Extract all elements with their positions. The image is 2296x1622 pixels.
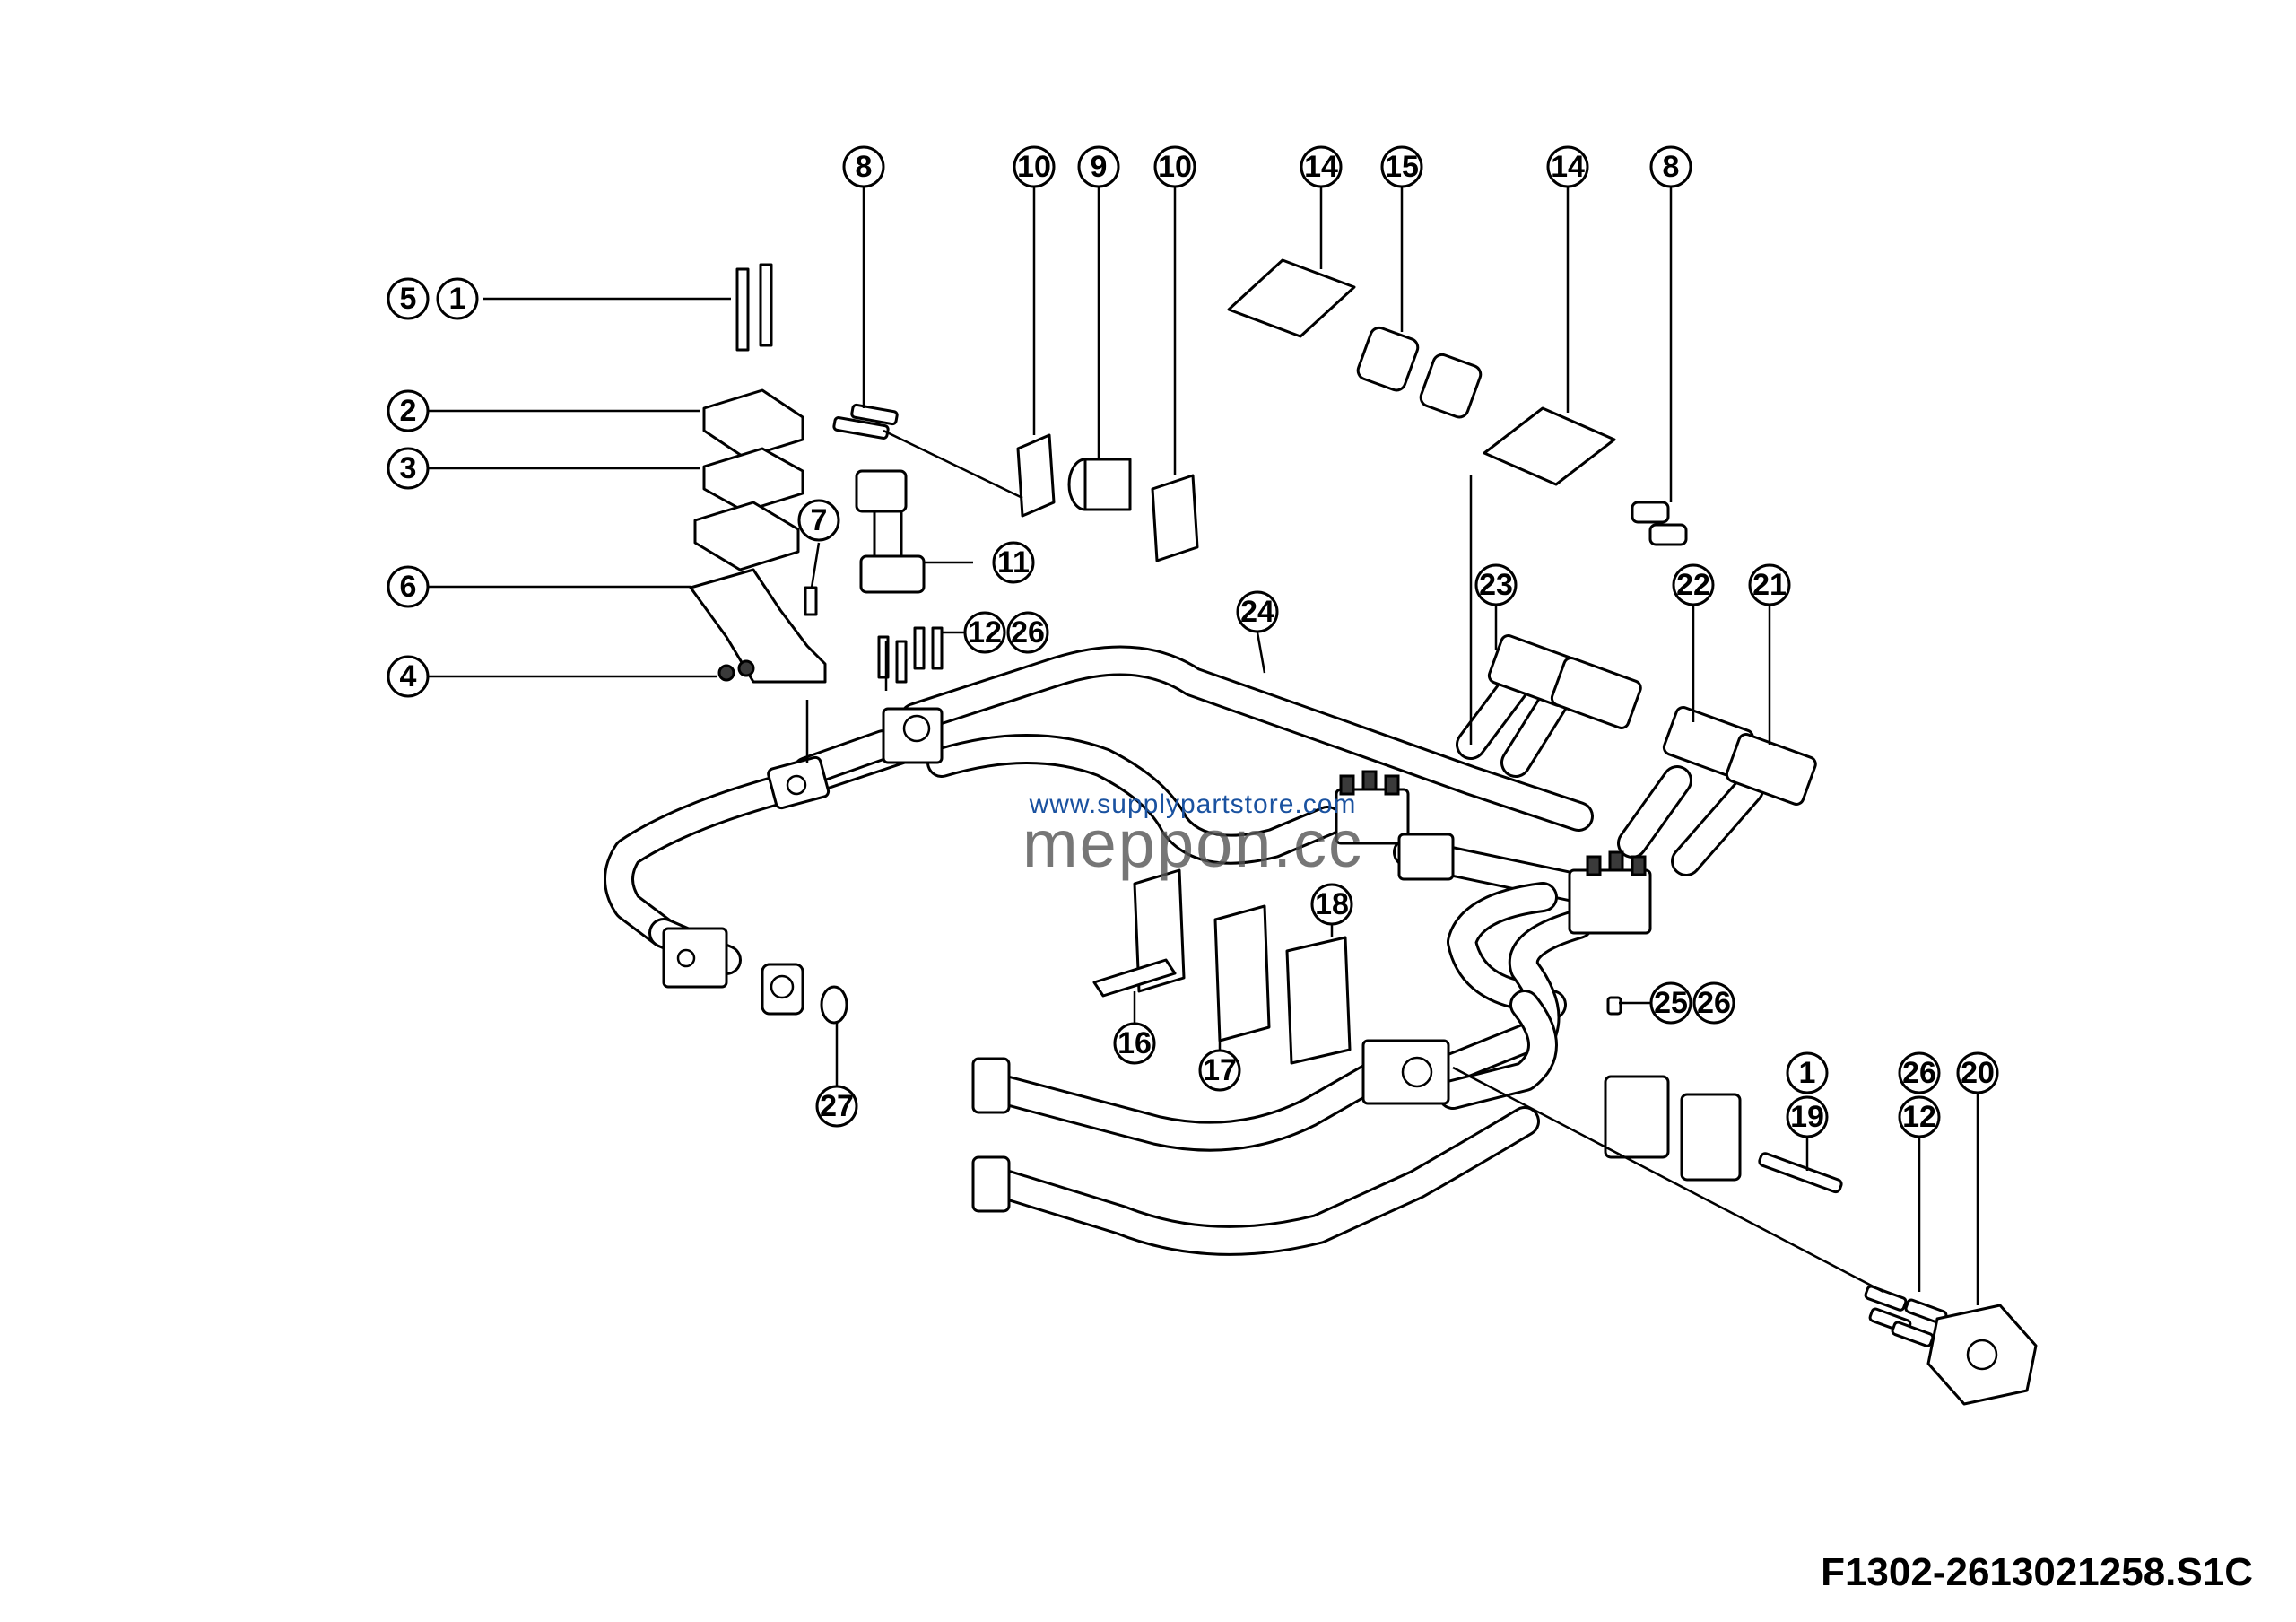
svg-text:26: 26 xyxy=(1902,1056,1936,1090)
svg-text:3: 3 xyxy=(400,451,417,485)
svg-text:17: 17 xyxy=(1203,1053,1237,1087)
svg-text:12: 12 xyxy=(968,615,1002,650)
svg-text:2: 2 xyxy=(400,394,417,428)
callout-2: 2 xyxy=(387,389,430,432)
svg-text:11: 11 xyxy=(997,545,1030,580)
callout-24: 24 xyxy=(1236,590,1279,633)
svg-text:27: 27 xyxy=(820,1089,854,1123)
callout-14: 14 xyxy=(1546,145,1589,188)
svg-text:26: 26 xyxy=(1011,615,1045,650)
callout-19: 19 xyxy=(1786,1095,1829,1138)
callout-10: 10 xyxy=(1013,145,1056,188)
drawing-code: F1302-2613021258.S1C xyxy=(1821,1550,2253,1594)
loose-parts xyxy=(689,258,2038,1406)
svg-text:9: 9 xyxy=(1091,150,1108,184)
callout-17: 17 xyxy=(1198,1049,1241,1092)
svg-text:12: 12 xyxy=(1902,1100,1936,1134)
svg-text:14: 14 xyxy=(1304,150,1338,184)
callout-12: 12 xyxy=(1898,1095,1941,1138)
callout-26: 26 xyxy=(1006,611,1049,654)
svg-text:1: 1 xyxy=(449,282,466,316)
svg-text:14: 14 xyxy=(1551,150,1585,184)
svg-text:19: 19 xyxy=(1790,1100,1824,1134)
svg-text:16: 16 xyxy=(1118,1026,1152,1060)
callout-20: 20 xyxy=(1956,1051,1999,1094)
callout-7: 7 xyxy=(797,499,840,542)
callout-18: 18 xyxy=(1310,883,1353,926)
svg-text:23: 23 xyxy=(1479,568,1513,602)
callout-8: 8 xyxy=(1649,145,1692,188)
callout-8: 8 xyxy=(842,145,885,188)
callout-11: 11 xyxy=(992,541,1035,584)
svg-text:26: 26 xyxy=(1697,986,1731,1020)
callout-15: 15 xyxy=(1380,145,1423,188)
callout-14: 14 xyxy=(1300,145,1343,188)
callout-26: 26 xyxy=(1898,1051,1941,1094)
callout-4: 4 xyxy=(387,655,430,698)
callout-25: 25 xyxy=(1649,981,1692,1025)
callout-1: 1 xyxy=(436,277,479,320)
leader-lines xyxy=(426,187,1979,1305)
svg-text:15: 15 xyxy=(1385,150,1419,184)
callout-22: 22 xyxy=(1672,563,1715,606)
callout-21: 21 xyxy=(1748,563,1791,606)
callout-6: 6 xyxy=(387,565,430,608)
callout-23: 23 xyxy=(1474,563,1518,606)
svg-text:10: 10 xyxy=(1017,150,1051,184)
svg-text:8: 8 xyxy=(1663,150,1680,184)
svg-text:7: 7 xyxy=(811,503,828,537)
svg-text:18: 18 xyxy=(1315,887,1349,921)
svg-text:5: 5 xyxy=(400,282,417,316)
svg-text:25: 25 xyxy=(1654,986,1688,1020)
svg-text:24: 24 xyxy=(1240,595,1274,629)
svg-text:21: 21 xyxy=(1752,568,1787,602)
callout-26: 26 xyxy=(1692,981,1735,1025)
svg-text:20: 20 xyxy=(1961,1056,1995,1090)
callout-27: 27 xyxy=(815,1085,858,1128)
callout-10: 10 xyxy=(1153,145,1196,188)
callout-9: 9 xyxy=(1077,145,1120,188)
svg-text:6: 6 xyxy=(400,570,417,604)
svg-text:1: 1 xyxy=(1799,1056,1816,1090)
callout-1: 1 xyxy=(1786,1051,1829,1094)
callout-12: 12 xyxy=(963,611,1006,654)
callout-3: 3 xyxy=(387,447,430,490)
svg-text:8: 8 xyxy=(856,150,873,184)
callout-5: 5 xyxy=(387,277,430,320)
pipe-assembly xyxy=(604,645,1764,1256)
svg-text:4: 4 xyxy=(400,659,417,693)
svg-text:22: 22 xyxy=(1676,568,1710,602)
callout-16: 16 xyxy=(1113,1022,1156,1065)
svg-text:10: 10 xyxy=(1158,150,1192,184)
